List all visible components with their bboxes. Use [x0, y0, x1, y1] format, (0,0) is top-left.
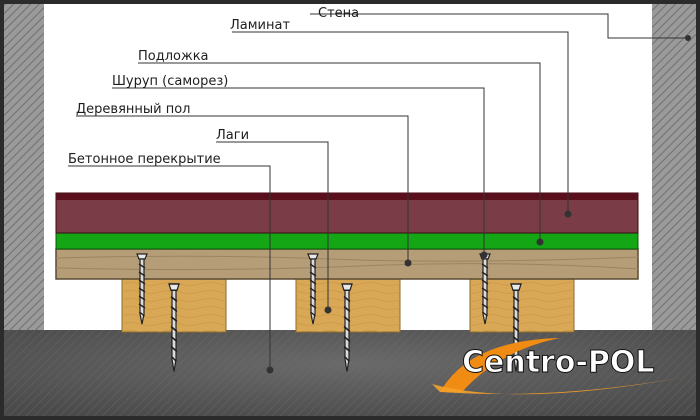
leader-joists	[216, 141, 329, 310]
wood-floor-layer	[55, 248, 639, 280]
label-wood-floor: Деревянный пол	[76, 102, 191, 117]
label-laminate: Ламинат	[230, 18, 290, 33]
leader-laminate	[232, 31, 569, 214]
logo-swoosh	[440, 338, 560, 392]
label-joists: Лаги	[216, 128, 249, 143]
leader-screw	[112, 87, 485, 255]
underlay-layer	[55, 232, 639, 250]
logo-text: Centro-POL	[462, 345, 655, 380]
leader-dots	[266, 35, 691, 374]
label-concrete: Бетонное перекрытие	[68, 152, 221, 167]
centro-pol-logo: Centro-POL	[432, 338, 690, 395]
leader-wall	[310, 13, 688, 39]
leader-underlay	[138, 62, 541, 242]
leader-lines	[68, 13, 688, 370]
label-wall: Стена	[318, 6, 359, 21]
label-screw: Шуруп (саморез)	[112, 74, 228, 89]
leader-concrete	[68, 165, 271, 370]
label-underlay: Подложка	[138, 49, 209, 64]
leader-wood-floor	[76, 115, 409, 263]
